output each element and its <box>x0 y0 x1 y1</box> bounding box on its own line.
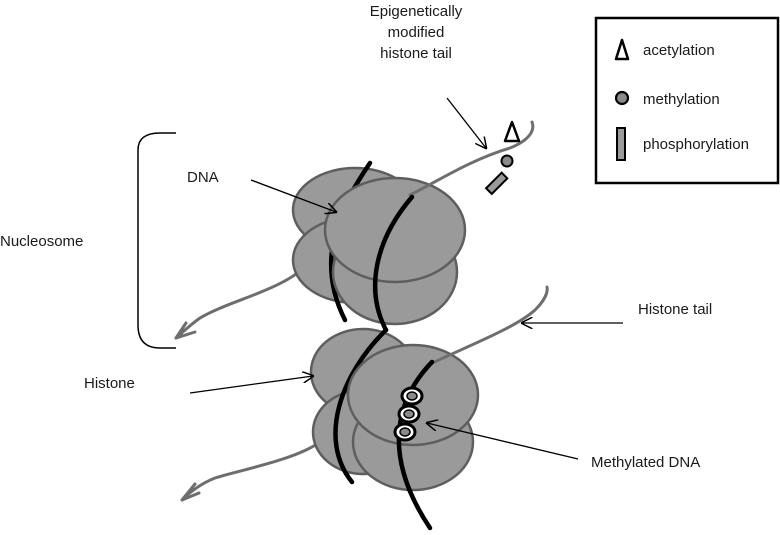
arrow-epigenetic-tail <box>446 97 486 148</box>
arrow-dna <box>250 179 336 212</box>
phosphorylation-mark <box>484 171 509 196</box>
upper-left-histone-tail <box>174 260 312 340</box>
lower-left-histone-tail <box>180 440 322 502</box>
acetylation-mark <box>503 120 521 143</box>
label-epigenetic-line3: histone tail <box>380 45 452 62</box>
legend: acetylation methylation phosphorylation <box>594 16 780 185</box>
upper-nucleosome <box>174 120 535 340</box>
arrow-histone <box>189 376 313 394</box>
legend-methylation-icon <box>614 90 630 106</box>
upper-modified-histone-tail <box>408 120 535 197</box>
upper-dna-front-strand <box>373 194 415 333</box>
label-epigenetic-line2: modified <box>388 24 445 41</box>
tail-modifications <box>484 120 521 196</box>
legend-methylation-label: methylation <box>643 91 720 108</box>
lower-nucleosome <box>180 285 549 531</box>
arrow-methylated-dna <box>427 423 579 460</box>
legend-phosphorylation-icon <box>616 127 626 161</box>
label-epigenetic-line1: Epigenetically <box>370 3 463 20</box>
label-histone: Histone <box>84 375 135 392</box>
label-methylated-dna: Methylated DNA <box>591 454 700 471</box>
label-nucleosome: Nucleosome <box>0 233 83 250</box>
nucleosome-bracket <box>137 132 176 349</box>
legend-acetylation-icon <box>614 38 630 61</box>
legend-phosphorylation-label: phosphorylation <box>643 136 749 153</box>
lower-dna-back-strand <box>333 327 389 485</box>
lower-right-histone-tail <box>426 285 549 367</box>
upper-front-histone-top <box>323 176 467 284</box>
dna-methylation-marks <box>393 386 424 442</box>
methylation-mark <box>500 154 514 168</box>
label-dna: DNA <box>187 169 219 186</box>
label-histone-tail: Histone tail <box>638 301 712 318</box>
legend-acetylation-label: acetylation <box>643 42 715 59</box>
